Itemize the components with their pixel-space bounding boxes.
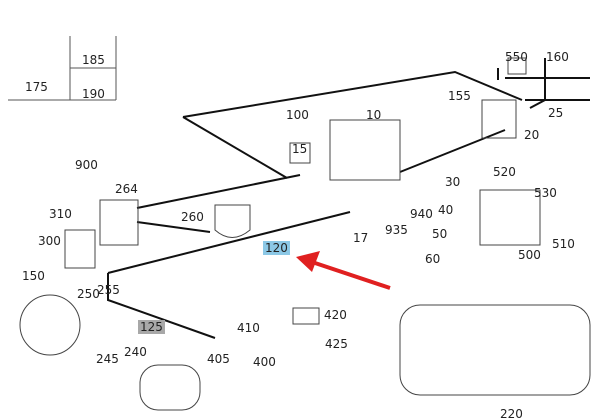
label-150[interactable]: 150 — [22, 269, 45, 283]
battery-20 — [481, 99, 517, 139]
label-185[interactable]: 185 — [82, 53, 105, 67]
label-900[interactable]: 900 — [75, 158, 98, 172]
label-50[interactable]: 50 — [432, 227, 448, 241]
label-520[interactable]: 520 — [493, 165, 516, 179]
module-300 — [64, 229, 96, 269]
label-510[interactable]: 510 — [552, 237, 575, 251]
label-530[interactable]: 530 — [534, 186, 557, 200]
label-264[interactable]: 264 — [115, 182, 138, 196]
label-240[interactable]: 240 — [124, 345, 147, 359]
transmission-220 — [399, 304, 591, 396]
label-220[interactable]: 220 — [500, 407, 523, 420]
label-25[interactable]: 25 — [548, 106, 564, 120]
label-255[interactable]: 255 — [97, 283, 120, 297]
label-160[interactable]: 160 — [546, 50, 569, 64]
label-175[interactable]: 175 — [25, 80, 48, 94]
alternator-150 — [19, 294, 81, 356]
label-40[interactable]: 40 — [438, 203, 454, 217]
label-17[interactable]: 17 — [353, 231, 369, 245]
battery-10 — [329, 119, 401, 181]
wiring-harness — [107, 58, 590, 339]
label-125[interactable]: 125 — [138, 320, 165, 334]
label-425[interactable]: 425 — [325, 337, 348, 351]
part-120-housing — [214, 204, 251, 238]
label-245[interactable]: 245 — [96, 352, 119, 366]
label-310[interactable]: 310 — [49, 207, 72, 221]
label-10[interactable]: 10 — [366, 108, 382, 122]
label-155[interactable]: 155 — [448, 89, 471, 103]
relay-550 — [507, 57, 527, 75]
red-arrow — [296, 251, 391, 290]
label-120-selected[interactable]: 120 — [263, 241, 290, 255]
label-100[interactable]: 100 — [286, 108, 309, 122]
label-500[interactable]: 500 — [518, 248, 541, 262]
label-60[interactable]: 60 — [425, 252, 441, 266]
label-190[interactable]: 190 — [82, 87, 105, 101]
label-940[interactable]: 940 — [410, 207, 433, 221]
label-405[interactable]: 405 — [207, 352, 230, 366]
label-550[interactable]: 550 — [505, 50, 528, 64]
label-300[interactable]: 300 — [38, 234, 61, 248]
label-20[interactable]: 20 — [524, 128, 540, 142]
label-250[interactable]: 250 — [77, 287, 100, 301]
label-15[interactable]: 15 — [292, 142, 308, 156]
label-410[interactable]: 410 — [237, 321, 260, 335]
cover-15 — [289, 142, 311, 164]
fuse-box-500 — [479, 189, 541, 246]
label-420[interactable]: 420 — [324, 308, 347, 322]
label-260[interactable]: 260 — [181, 210, 204, 224]
label-400[interactable]: 400 — [253, 355, 276, 369]
bracket-420 — [292, 307, 320, 325]
starter-240 — [139, 364, 201, 411]
module-264 — [99, 199, 139, 246]
label-30[interactable]: 30 — [445, 175, 461, 189]
label-935[interactable]: 935 — [385, 223, 408, 237]
